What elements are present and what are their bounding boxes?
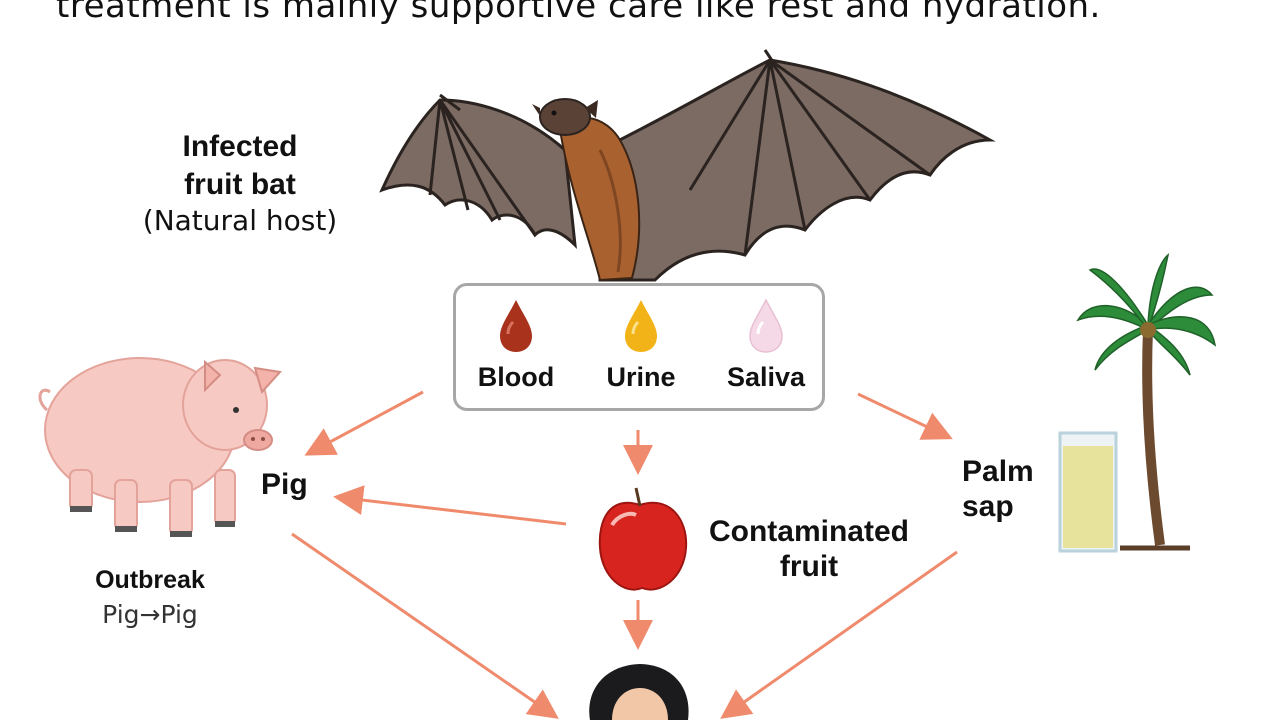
- arrow-fruit-to-pig: [333, 485, 567, 526]
- host-title-line1: Infected: [182, 130, 298, 163]
- bat-illustration: [379, 49, 996, 282]
- host-subtitle: (Natural host): [142, 204, 338, 237]
- person-illustration: [589, 664, 689, 720]
- pig-illustration: [38, 357, 282, 537]
- saliva-drop-icon: [749, 298, 783, 353]
- arrow-palm-to-person: [720, 550, 958, 719]
- urine-drop-icon: [625, 300, 657, 352]
- host-label: Infected fruit bat (Natural host): [130, 128, 350, 238]
- palm-sap-illustration: [1058, 252, 1217, 553]
- caption-text: treatment is mainly supportive care like…: [56, 0, 1101, 26]
- outbreak-subtitle: Pig→Pig: [102, 599, 198, 629]
- arrow-fluids-to-pig: [304, 390, 424, 456]
- fruit-label-line2: fruit: [779, 549, 839, 583]
- palm-label-line1: Palm: [962, 455, 1034, 488]
- pig-label: Pig: [261, 468, 308, 501]
- transmission-arrows: [291, 390, 958, 719]
- outbreak-label: Outbreak Pig→Pig: [70, 564, 230, 632]
- fluid-label-saliva: Saliva: [726, 362, 806, 392]
- fluid-urine: Urine: [581, 298, 701, 393]
- arrow-fluids-to-palm: [857, 392, 953, 440]
- fluid-saliva: Saliva: [706, 298, 826, 393]
- outbreak-title: Outbreak: [95, 566, 205, 594]
- host-title-line2: fruit bat: [184, 167, 296, 201]
- apple-illustration: [598, 487, 688, 591]
- fluid-label-urine: Urine: [606, 362, 676, 392]
- arrow-pig-to-person: [291, 532, 559, 719]
- palm-label-line2: sap: [962, 489, 1014, 523]
- blood-drop-icon: [500, 300, 532, 352]
- palm-sap-label: Palm sap: [962, 455, 1034, 524]
- fluid-blood: Blood: [456, 298, 576, 393]
- fruit-label: Contaminated fruit: [692, 515, 926, 584]
- fluid-label-blood: Blood: [477, 362, 555, 392]
- fruit-label-line1: Contaminated: [708, 515, 909, 548]
- body-fluids-box: Blood Urine Saliva: [453, 283, 825, 411]
